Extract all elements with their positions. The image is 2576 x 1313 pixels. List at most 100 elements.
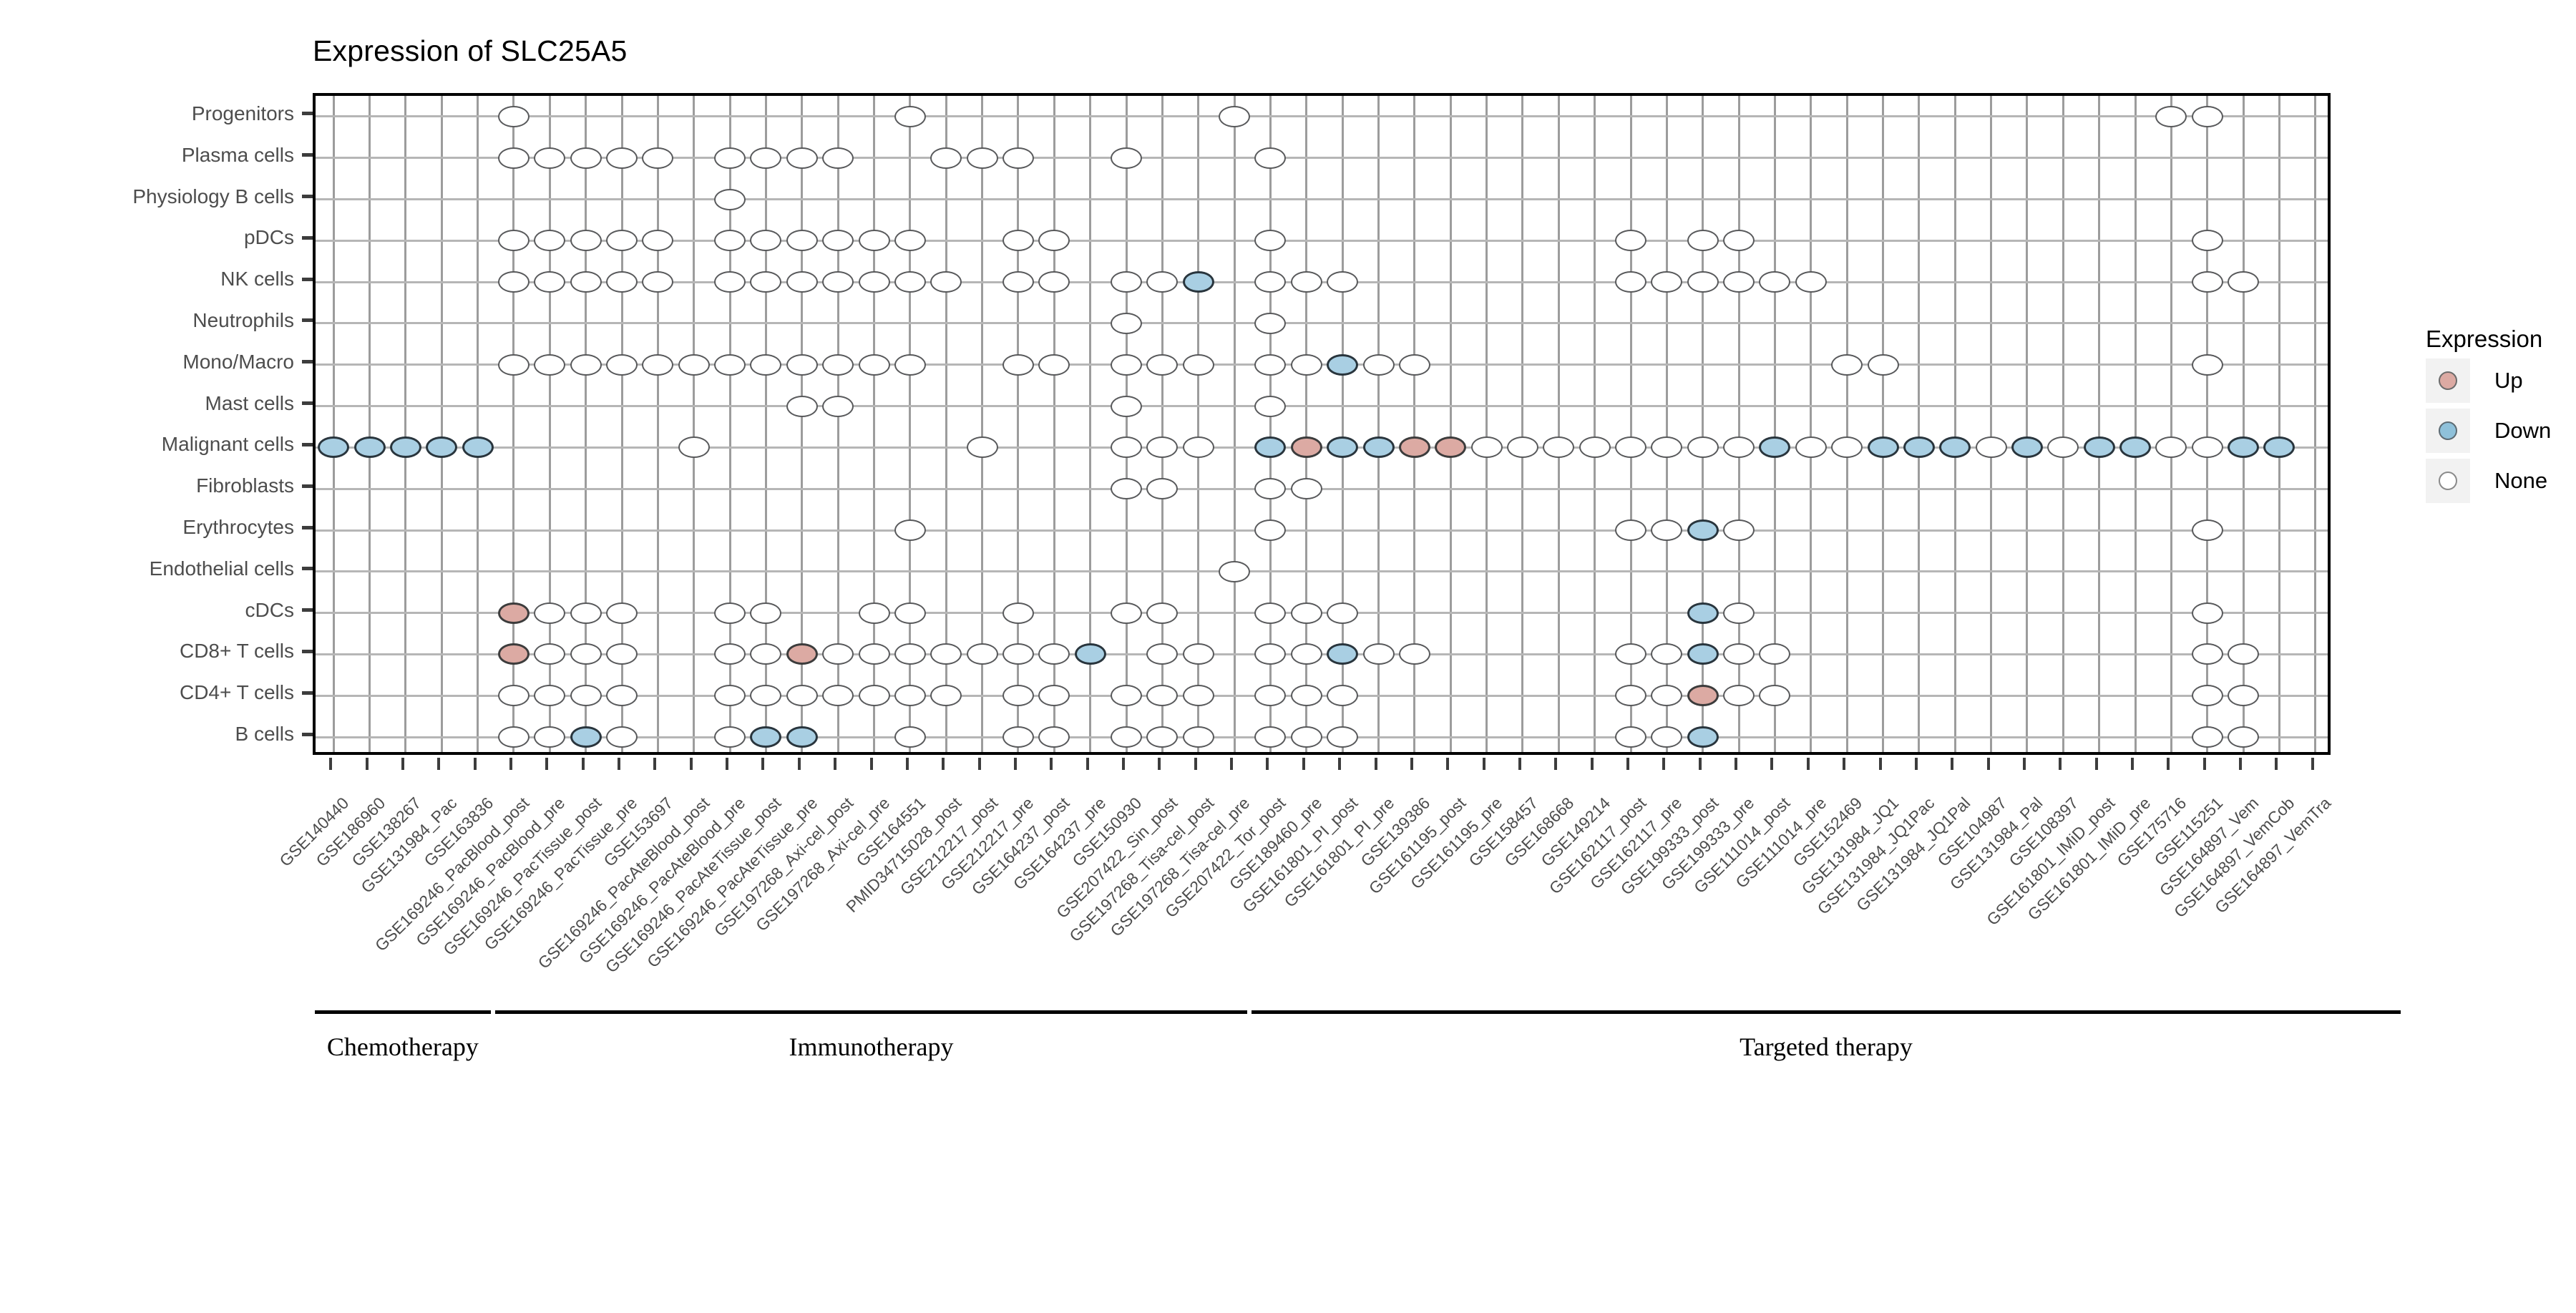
grid-line-vertical [1882, 96, 1885, 752]
grid-line-horizontal [316, 529, 2328, 532]
expression-dot [606, 271, 638, 293]
grid-line-horizontal [316, 405, 2328, 408]
x-axis-tick [2094, 758, 2098, 770]
expression-dot [714, 353, 746, 376]
grid-line-horizontal [316, 239, 2328, 242]
grid-line-vertical [1053, 96, 1055, 752]
grid-line-vertical [477, 96, 479, 752]
x-axis-tick [365, 758, 369, 770]
expression-dot [1002, 147, 1034, 169]
expression-dot [1506, 436, 1538, 459]
x-axis-tick [473, 758, 477, 770]
expression-dot [2011, 436, 2043, 459]
grid-line-vertical [1845, 96, 1848, 752]
grid-line-vertical [1594, 96, 1596, 752]
grid-line-vertical [1269, 96, 1272, 752]
x-axis-tick [1338, 758, 1342, 770]
expression-dot [894, 353, 926, 376]
y-axis-tick [302, 732, 313, 736]
x-axis-tick [1374, 758, 1377, 770]
expression-dot [606, 147, 638, 169]
grid-line-vertical [764, 96, 767, 752]
grid-line-vertical [1089, 96, 1092, 752]
x-axis-tick [1878, 758, 1882, 770]
expression-dot [1651, 519, 1683, 542]
expression-dot [1290, 436, 1322, 459]
expression-dot [822, 353, 854, 376]
legend-item[interactable]: None [2426, 459, 2551, 503]
expression-dot [1687, 271, 1719, 293]
expression-dot [678, 436, 710, 459]
grid-line-vertical [1413, 96, 1416, 752]
grid-line-vertical [2314, 96, 2317, 752]
expression-dot [1651, 726, 1683, 748]
y-axis-tick [302, 277, 313, 281]
y-axis-tick [302, 153, 313, 157]
expression-dot [858, 602, 890, 624]
grid-line-vertical [1990, 96, 1993, 752]
x-axis-tick [869, 758, 873, 770]
expression-dot [1759, 436, 1791, 459]
expression-dot [1867, 353, 1899, 376]
expression-dot [966, 147, 998, 169]
expression-dot [1182, 271, 1214, 293]
grid-line-vertical [693, 96, 696, 752]
therapy-group-bar [315, 1010, 491, 1014]
expression-dot [930, 643, 962, 665]
expression-dot [2191, 271, 2223, 293]
expression-dot [1435, 436, 1467, 459]
legend-item[interactable]: Down [2426, 409, 2551, 453]
grid-line-vertical [440, 96, 443, 752]
expression-dot [462, 436, 494, 459]
expression-dot [2191, 726, 2223, 748]
grid-line-vertical [873, 96, 876, 752]
legend-swatch [2426, 459, 2470, 503]
y-axis-tick [302, 318, 313, 323]
expression-dot [1038, 353, 1070, 376]
grid-line-vertical [2242, 96, 2245, 752]
grid-line-vertical [1197, 96, 1200, 752]
grid-line-vertical [1629, 96, 1632, 752]
x-axis-tick [1230, 758, 1234, 770]
expression-dot [1254, 478, 1287, 500]
expression-dot [1002, 643, 1034, 665]
expression-dot [750, 147, 782, 169]
expression-dot [1398, 643, 1430, 665]
expression-dot [2083, 436, 2115, 459]
x-axis-tick [581, 758, 585, 770]
expression-dot [2155, 105, 2187, 127]
expression-dot [1146, 353, 1179, 376]
expression-dot [750, 643, 782, 665]
expression-dot [1327, 685, 1359, 707]
expression-dot [2191, 643, 2223, 665]
expression-dot [822, 395, 854, 417]
x-axis-tick [834, 758, 837, 770]
legend-item-label: Down [2494, 418, 2552, 443]
y-axis-label: Physiology B cells [132, 185, 294, 208]
y-axis-tick [302, 112, 313, 116]
x-axis-tick [653, 758, 657, 770]
expression-dot [1470, 436, 1503, 459]
expression-dot [894, 602, 926, 624]
expression-dot [1398, 353, 1430, 376]
expression-dot [786, 353, 818, 376]
legend-item[interactable]: Up [2426, 358, 2551, 403]
expression-dot [1182, 436, 1214, 459]
grid-line-vertical [2098, 96, 2101, 752]
grid-line-vertical [1737, 96, 1740, 752]
grid-line-vertical [1017, 96, 1020, 752]
expression-dot [2263, 436, 2296, 459]
expression-dot [642, 147, 674, 169]
therapy-group-bar [494, 1010, 1248, 1014]
expression-dot [534, 685, 566, 707]
expression-dot [570, 271, 602, 293]
expression-dot [1182, 643, 1214, 665]
expression-dot [786, 395, 818, 417]
expression-dot [534, 230, 566, 252]
expression-dot [1002, 230, 1034, 252]
x-axis-tick [1085, 758, 1089, 770]
expression-dot [1146, 271, 1179, 293]
expression-dot [1975, 436, 2007, 459]
expression-dot [1362, 353, 1395, 376]
